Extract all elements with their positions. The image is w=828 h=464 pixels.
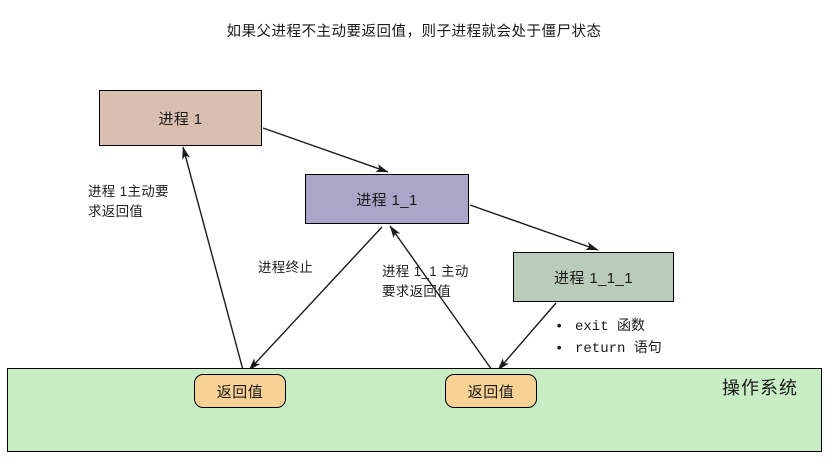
bullet-icon: •: [555, 341, 564, 357]
operating-system-label: 操作系统: [722, 378, 798, 398]
exit-method-label: return 语句: [575, 341, 662, 357]
annotation-proc11-request: 进程 1_1 主动 要求返回值: [382, 264, 469, 299]
arrow-proc111-to-return2: [497, 302, 557, 371]
exit-methods-list: • exit 函数 • return 语句: [555, 316, 662, 360]
diagram-title: 如果父进程不主动要返回值，则子进程就会处于僵尸状态: [226, 24, 602, 40]
process-node-proc11[interactable]: 进程 1_1: [305, 174, 469, 224]
process-node-proc1[interactable]: 进程 1: [99, 90, 262, 146]
annotation-process-terminate: 进程终止: [258, 260, 314, 275]
arrow-proc11-to-return1: [248, 226, 383, 371]
return-value-box-2-label: 返回值: [467, 383, 515, 401]
arrow-proc11-to-proc111: [469, 204, 599, 251]
annotation-proc1-request: 进程 1主动要 求返回值: [88, 184, 169, 219]
list-item: • exit 函数: [555, 316, 662, 338]
operating-system-bar: [7, 368, 822, 452]
return-value-box-1-label: 返回值: [216, 383, 264, 401]
process-node-proc111-label: 进程 1_1_1: [553, 269, 634, 287]
return-value-box-2[interactable]: 返回值: [445, 374, 537, 408]
process-node-proc11-label: 进程 1_1: [356, 191, 418, 209]
bullet-icon: •: [555, 319, 564, 335]
exit-method-label: exit 函数: [575, 319, 646, 335]
process-node-proc1-label: 进程 1: [158, 110, 203, 128]
arrow-proc1-to-proc11: [262, 127, 389, 173]
process-node-proc111[interactable]: 进程 1_1_1: [513, 252, 674, 302]
return-value-box-1[interactable]: 返回值: [194, 374, 286, 408]
list-item: • return 语句: [555, 338, 662, 360]
arrow-return1-to-proc1: [182, 146, 244, 371]
